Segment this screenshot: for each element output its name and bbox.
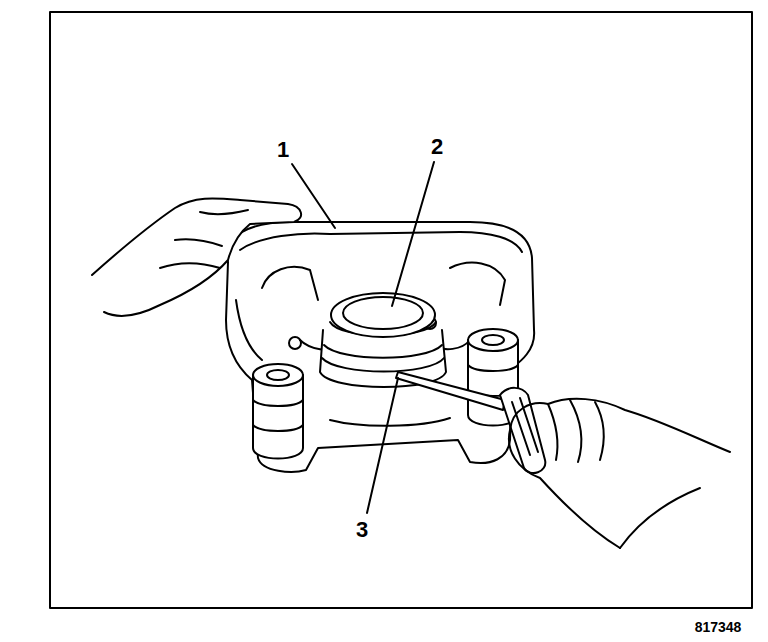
housing-contour xyxy=(236,300,262,360)
boot-fold xyxy=(324,345,442,358)
guide-bushing xyxy=(253,375,303,459)
finger-line xyxy=(200,210,248,214)
bolt-hole xyxy=(289,337,301,349)
finger-line xyxy=(160,264,220,269)
leader-line xyxy=(292,164,335,228)
screwdriver-shaft xyxy=(396,372,505,410)
piston-face xyxy=(343,297,423,329)
housing-contour xyxy=(330,418,450,426)
bushing-ribs xyxy=(253,400,303,431)
leader-line xyxy=(392,162,434,306)
frame-border xyxy=(50,12,752,608)
housing-edge xyxy=(240,232,522,252)
finger-line xyxy=(175,239,222,246)
left-hand xyxy=(92,198,301,315)
leader-line xyxy=(367,378,398,513)
bushing-top xyxy=(468,329,518,351)
caliper-housing xyxy=(226,222,534,472)
piston-boot xyxy=(320,330,446,387)
bushing-top xyxy=(253,364,303,386)
screwdriver-handle xyxy=(500,388,545,473)
callout-number: 1 xyxy=(277,139,289,161)
boot-fold xyxy=(322,358,444,372)
bushing-bore xyxy=(482,335,504,345)
callout-number: 3 xyxy=(356,519,368,541)
right-hand xyxy=(509,399,730,548)
boot-lip xyxy=(331,293,435,337)
figure-number: 817348 xyxy=(695,620,742,634)
housing-window xyxy=(450,263,505,305)
finger-line xyxy=(548,400,604,462)
bushing-bore xyxy=(267,370,289,380)
wrist-line xyxy=(620,488,700,548)
housing-window xyxy=(262,267,318,300)
callout-number: 2 xyxy=(431,136,443,158)
